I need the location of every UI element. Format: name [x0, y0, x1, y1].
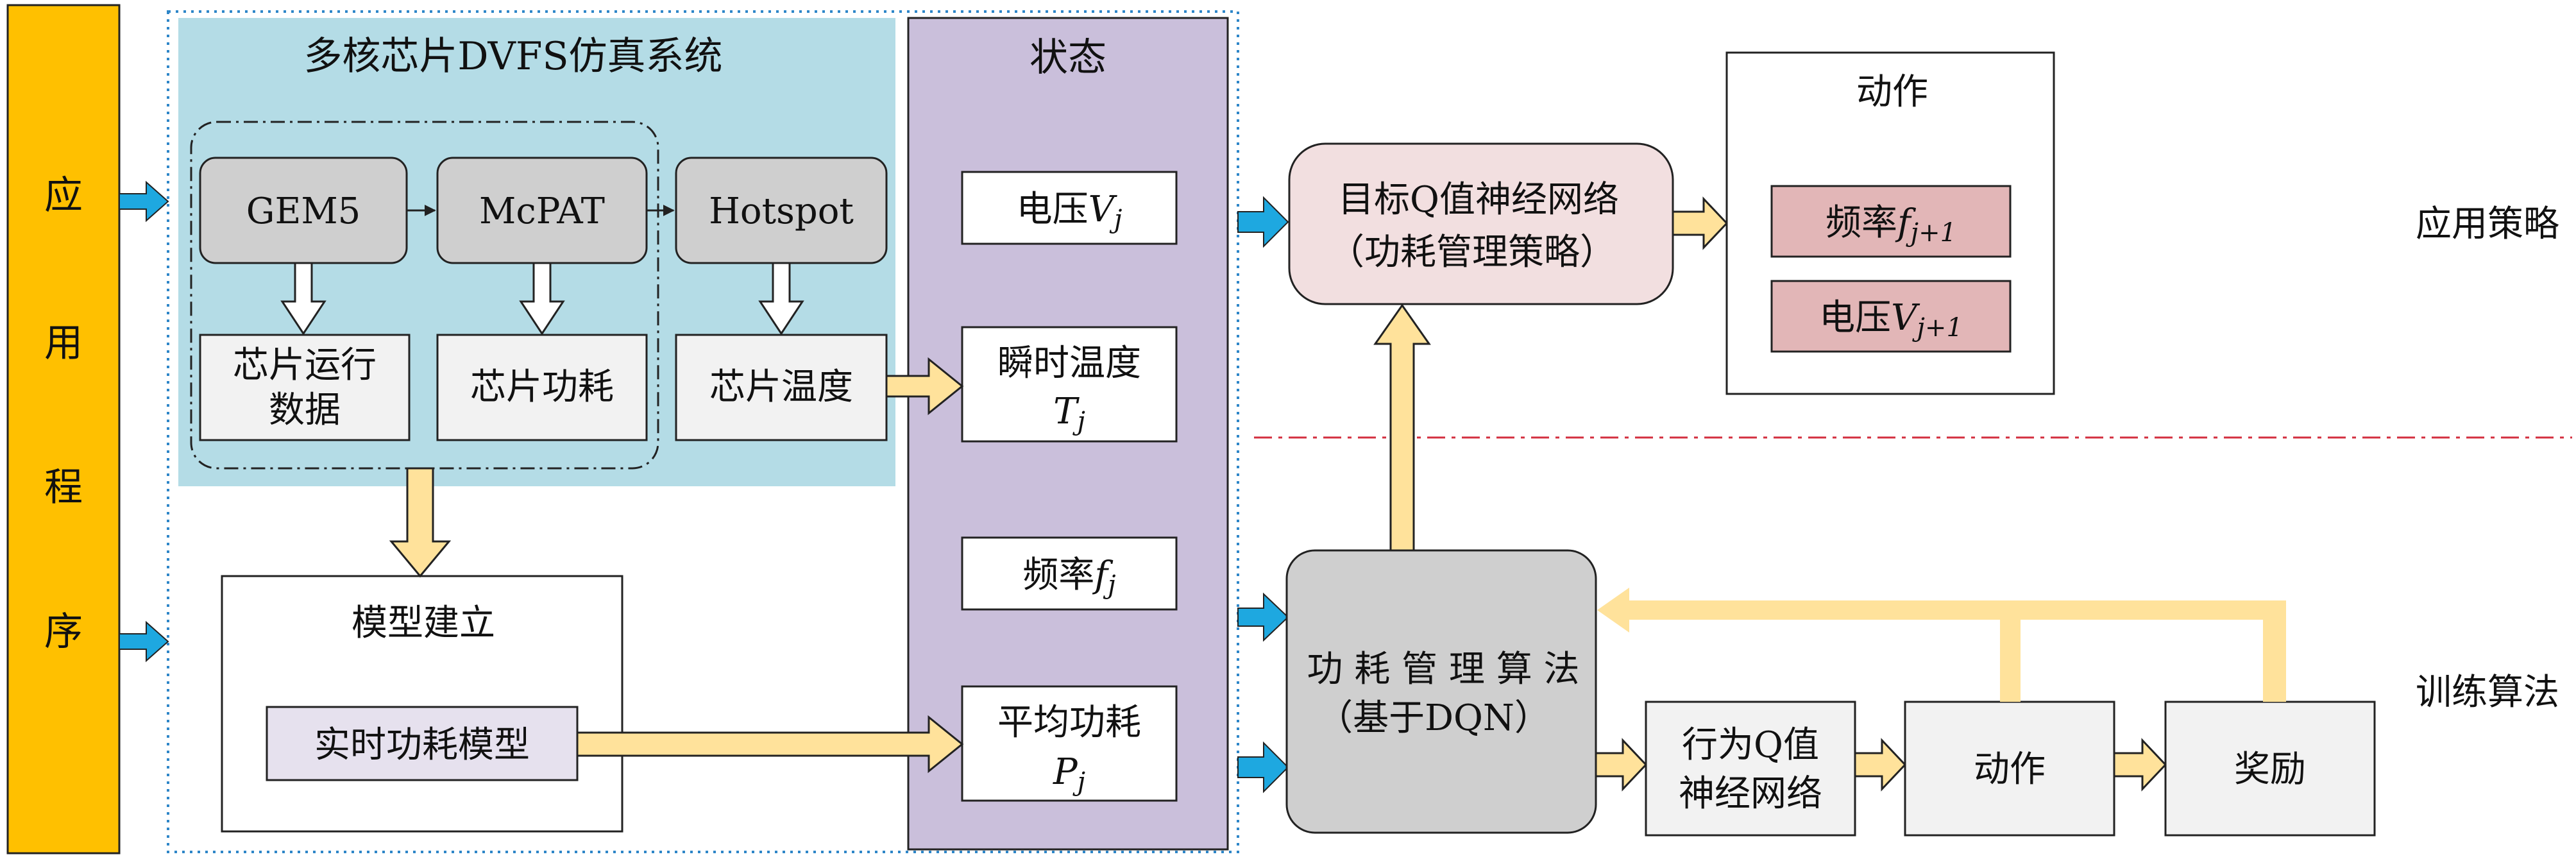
- app-char-3: 程: [44, 465, 83, 510]
- state-title: 状态: [1030, 35, 1106, 80]
- arrow-sim-to-model: [389, 467, 452, 578]
- model-title: 模型建立: [352, 602, 495, 644]
- behavior-q-network-line1: 行为Q值: [1682, 724, 1819, 766]
- arrow-mcpat-down: [519, 262, 565, 336]
- arrow-target-to-action: [1672, 196, 1729, 250]
- behavior-q-network-line2: 神经网络: [1679, 773, 1822, 815]
- training-action-box: [1904, 701, 2115, 837]
- state-voltage-box: [961, 171, 1178, 245]
- arrow-behavior-to-action: [1854, 738, 1907, 792]
- behavior-q-network-box: [1645, 701, 1856, 837]
- simulation-title: 多核芯片DVFS仿真系统: [303, 34, 722, 79]
- reward-box: [2164, 701, 2376, 837]
- hotspot-label: Hotspot: [709, 191, 854, 232]
- chip-power-label: 芯片功耗: [470, 366, 614, 408]
- arrow-model-to-state: [576, 715, 964, 774]
- action-title: 动作: [1856, 71, 1928, 113]
- arrow-app-to-model: [119, 620, 169, 663]
- state-temp-label: 瞬时温度: [997, 343, 1141, 384]
- arrow-app-to-sim: [119, 180, 169, 223]
- state-temp-box: [961, 326, 1178, 443]
- feedback-arrowhead: [1597, 588, 1629, 633]
- app-char-2: 用: [44, 321, 83, 366]
- app-char-4: 序: [44, 609, 83, 654]
- arrow-gem5-down: [280, 262, 326, 336]
- power-management-algorithm-box: [1285, 549, 1597, 834]
- state-freq-box: [961, 536, 1178, 611]
- gem5-label: GEM5: [246, 191, 361, 232]
- reward-label: 奖励: [2234, 749, 2306, 790]
- arrow-algo-to-behavior: [1595, 738, 1648, 792]
- app-char-1: 应: [44, 173, 83, 218]
- target-q-network-box: [1288, 142, 1674, 305]
- arrow-action-to-reward: [2113, 738, 2167, 792]
- label-training-algorithm: 训练算法: [2416, 672, 2559, 713]
- feedback-horizontal: [1629, 600, 2286, 620]
- algorithm-line1: 功 耗 管 理 算 法: [1307, 649, 1579, 690]
- arrow-state-to-algo-2: [1237, 741, 1289, 794]
- model-box: [221, 575, 623, 833]
- action-freq-box: [1770, 185, 2012, 258]
- chip-data-line1: 芯片运行: [233, 344, 377, 386]
- application-bar: [6, 4, 121, 855]
- chip-temp-label: 芯片温度: [709, 366, 853, 408]
- chip-data-line2: 数据: [269, 389, 341, 431]
- realtime-power-model-label: 实时功耗模型: [314, 724, 530, 766]
- state-temp-symbol: Tj: [1053, 391, 1085, 436]
- state-power-symbol: Pj: [1053, 751, 1085, 797]
- training-action-label: 动作: [1974, 749, 2046, 790]
- action-voltage-box: [1770, 280, 2012, 353]
- arrow-hotspot-down: [758, 262, 804, 336]
- state-power-label: 平均功耗: [997, 702, 1141, 744]
- arrow-temp-to-state: [885, 357, 964, 416]
- algorithm-line2: （基于DQN）: [1317, 697, 1550, 739]
- mcpat-label: McPAT: [479, 191, 605, 232]
- state-freq-label: 频率fj: [1022, 554, 1115, 600]
- arrow-state-to-target: [1237, 196, 1289, 248]
- chip-data-box: [199, 334, 411, 441]
- chip-power-box: [436, 334, 648, 441]
- arrow-algo-to-target: [1373, 303, 1431, 552]
- target-q-network-line2: （功耗管理策略）: [1328, 232, 1616, 273]
- realtime-power-model-box: [266, 706, 579, 781]
- feedback-action-vertical: [2000, 611, 2021, 702]
- state-voltage-label: 电压Vj: [1017, 189, 1123, 234]
- target-q-network-line1: 目标Q值神经网络: [1338, 179, 1619, 221]
- arrow-state-to-algo-1: [1237, 592, 1289, 642]
- action-voltage-label: 电压Vj+1: [1819, 297, 1963, 343]
- label-apply-strategy: 应用策略: [2416, 203, 2559, 245]
